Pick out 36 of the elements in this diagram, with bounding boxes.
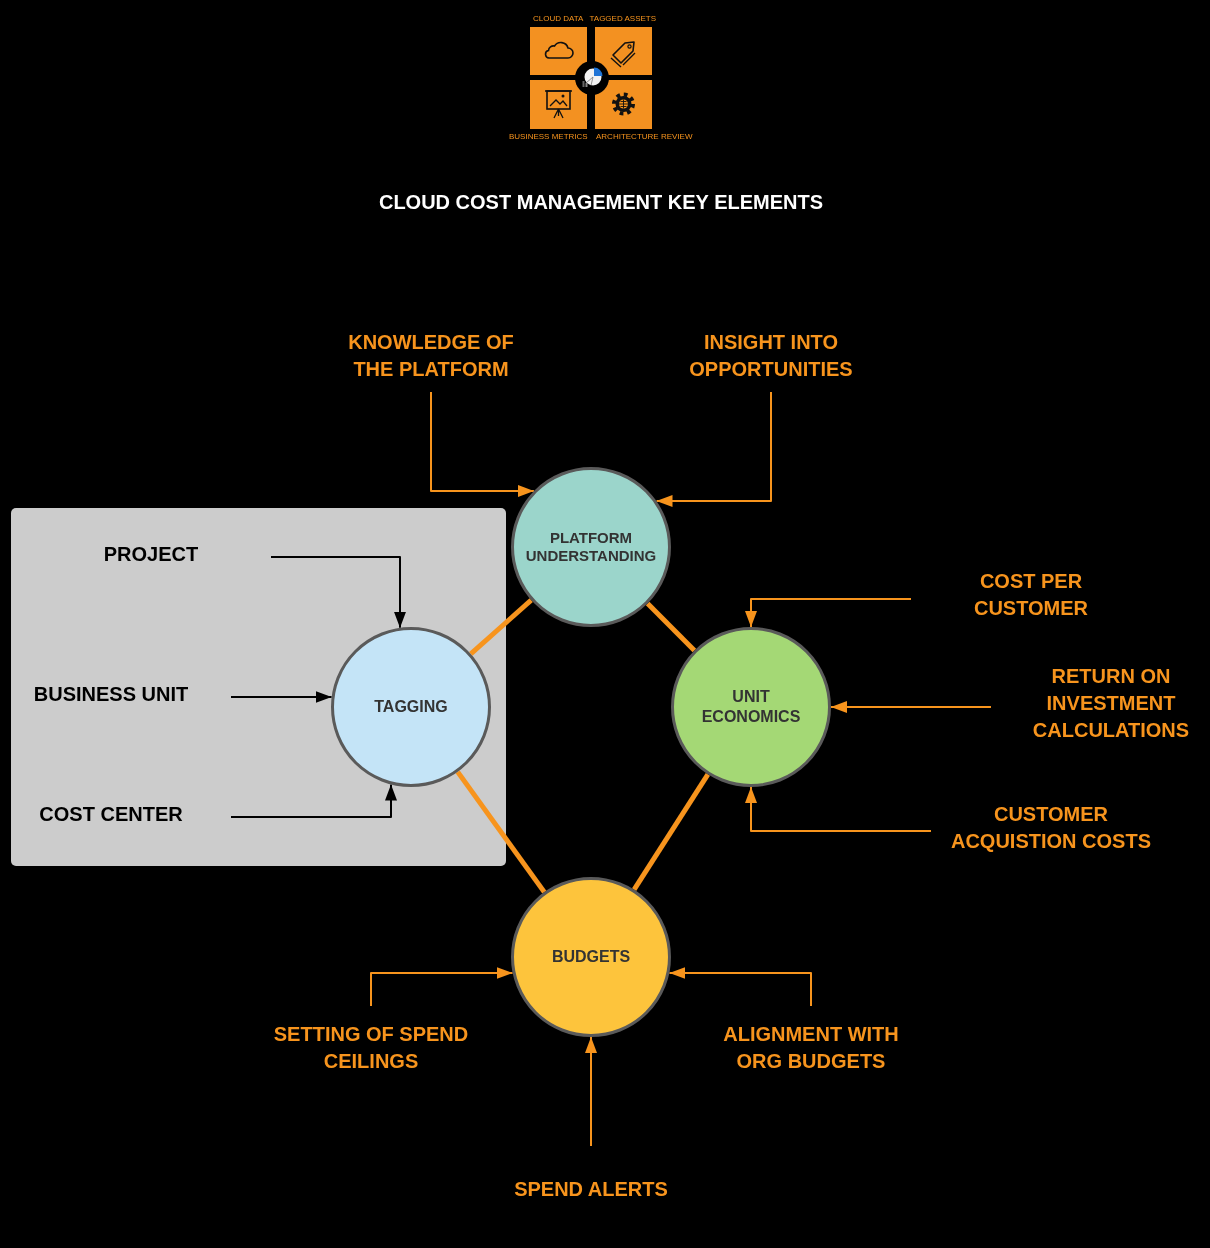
factor-label: SETTING OF SPEND CEILINGS (261, 1021, 481, 1075)
circle-label: PLATFORM UNDERSTANDING (524, 529, 658, 565)
connector-line (632, 773, 710, 891)
arrow (655, 391, 772, 507)
circle-label: BUDGETS (551, 947, 631, 967)
connector-line (469, 598, 533, 656)
connector-line (645, 601, 697, 653)
arrow (270, 556, 406, 629)
factor-label: KNOWLEDGE OF THE PLATFORM (338, 329, 524, 383)
circle-label: TAGGING (374, 697, 448, 717)
arrow (370, 967, 514, 1007)
group-panel (11, 508, 506, 866)
tag-dimension-label: BUSINESS UNIT (24, 681, 198, 708)
connector-line (455, 770, 547, 894)
circle-label: UNIT ECONOMICS (700, 687, 802, 727)
diagram-title: CLOUD COST MANAGEMENT KEY ELEMENTS (377, 190, 825, 215)
tag-dimension-label: COST CENTER (30, 801, 192, 828)
tag-dimension-label: PROJECT (97, 541, 205, 568)
factor-label: ALIGNMENT WITH ORG BUDGETS (712, 1021, 910, 1075)
factor-label: COST PER CUSTOMER (966, 568, 1096, 622)
tile-caption: ARCHITECTURE REVIEW (596, 132, 693, 141)
arrow (745, 598, 912, 628)
arrow (230, 691, 333, 703)
tile-caption: BUSINESS METRICS (509, 132, 588, 141)
arrow (668, 967, 812, 1007)
arrow (830, 701, 992, 713)
tile-caption: CLOUD DATA (533, 14, 584, 23)
arrow (585, 1036, 597, 1147)
arrow (430, 391, 535, 497)
arrow (745, 786, 932, 832)
factor-label: RETURN ON INVESTMENT CALCULATIONS (1022, 663, 1200, 744)
factor-label: CUSTOMER ACQUISTION COSTS (938, 801, 1164, 855)
factor-label: INSIGHT INTO OPPORTUNITIES (678, 329, 864, 383)
tile-caption: TAGGED ASSETS (589, 14, 657, 23)
arrow (230, 783, 397, 818)
factor-label: SPEND ALERTS (503, 1176, 679, 1203)
